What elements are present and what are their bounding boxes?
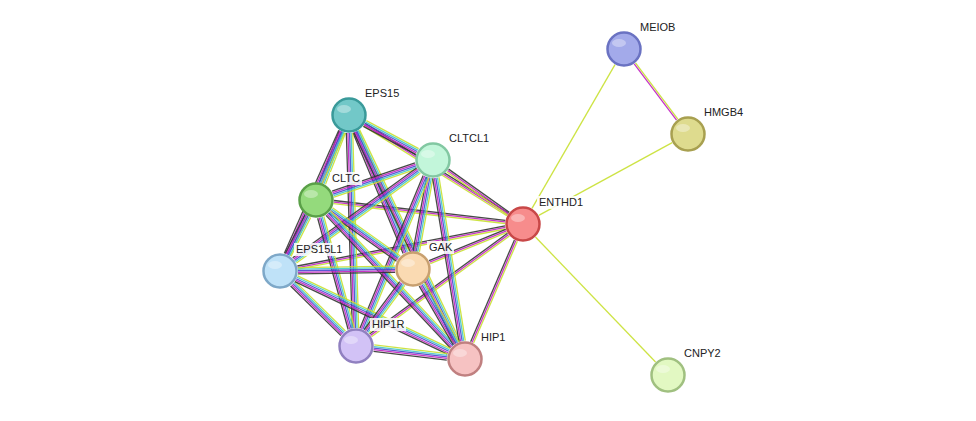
evidence-line	[327, 214, 451, 347]
interaction-edge	[535, 237, 655, 362]
node-highlight	[401, 259, 415, 267]
interaction-edge	[532, 65, 615, 209]
node-disc	[333, 99, 366, 132]
evidence-line	[437, 178, 463, 341]
node-disc	[608, 33, 641, 66]
evidence-line	[363, 126, 415, 154]
interaction-edge	[634, 63, 678, 120]
node-highlight	[304, 190, 318, 198]
evidence-line	[365, 123, 508, 213]
node-highlight	[421, 150, 435, 158]
evidence-line	[373, 351, 446, 360]
node-circle	[395, 251, 431, 287]
evidence-line	[535, 237, 655, 362]
interaction-edge	[298, 266, 395, 274]
evidence-line	[474, 241, 518, 343]
interaction-edge	[373, 345, 447, 360]
evidence-line	[449, 169, 510, 212]
evidence-line	[365, 124, 417, 152]
node-label: CLTCL1	[447, 132, 491, 145]
node-highlight	[344, 336, 358, 344]
node-disc	[672, 118, 705, 151]
protein-node: CLTCL1	[415, 142, 451, 178]
protein-node: HIP1R	[338, 328, 374, 364]
node-label: GAK	[427, 241, 454, 254]
node-circle	[505, 206, 541, 242]
protein-node: MEIOB	[606, 31, 642, 67]
interaction-edge	[363, 121, 418, 155]
node-label: MEIOB	[638, 21, 677, 34]
node-highlight	[656, 365, 670, 373]
evidence-line	[422, 285, 456, 344]
protein-node: ENTHD1	[505, 206, 541, 242]
evidence-line	[436, 178, 462, 341]
evidence-line	[532, 65, 615, 209]
evidence-line	[366, 121, 418, 149]
node-circle	[606, 31, 642, 67]
evidence-line	[447, 172, 508, 215]
evidence-line	[439, 177, 465, 340]
protein-node: CLTC	[298, 182, 334, 218]
node-label: HIP1R	[370, 318, 406, 331]
evidence-line	[298, 272, 395, 273]
node-label: HIP1	[479, 331, 507, 344]
protein-node: HIP1	[447, 341, 483, 377]
node-label: EPS15	[363, 87, 401, 100]
evidence-line	[448, 170, 509, 213]
node-circle	[670, 116, 706, 152]
interaction-edge	[419, 283, 459, 345]
node-disc	[264, 255, 297, 288]
protein-node: EPS15L1	[262, 253, 298, 289]
evidence-line	[419, 286, 453, 345]
protein-node: GAK	[395, 251, 431, 287]
node-disc	[397, 253, 430, 286]
protein-node: EPS15	[331, 97, 367, 133]
node-label: EPS15L1	[294, 243, 344, 256]
evidence-line	[421, 285, 455, 344]
evidence-line	[423, 284, 457, 343]
node-highlight	[337, 105, 351, 113]
node-circle	[331, 97, 367, 133]
interaction-edge	[447, 169, 510, 215]
node-circle	[338, 328, 374, 364]
evidence-line	[634, 64, 676, 120]
node-disc	[507, 208, 540, 241]
node-highlight	[612, 39, 626, 47]
evidence-line	[366, 122, 418, 150]
node-circle	[447, 341, 483, 377]
evidence-line	[331, 211, 455, 344]
evidence-line	[328, 213, 452, 346]
evidence-line	[635, 63, 677, 119]
node-label: ENTHD1	[537, 196, 585, 209]
node-disc	[340, 330, 373, 363]
evidence-line	[326, 215, 450, 348]
node-highlight	[453, 349, 467, 357]
node-circle	[650, 357, 686, 393]
node-disc	[300, 184, 333, 217]
evidence-line	[364, 125, 416, 153]
node-disc	[652, 359, 685, 392]
node-disc	[417, 144, 450, 177]
evidence-line	[472, 241, 516, 343]
node-label: CLTC	[330, 172, 362, 185]
node-label: CNPY2	[682, 347, 723, 360]
node-label: HMGB4	[702, 106, 745, 119]
node-disc	[449, 343, 482, 376]
interaction-edge	[471, 240, 518, 343]
node-highlight	[268, 261, 282, 269]
node-circle	[298, 182, 334, 218]
interaction-edge	[326, 211, 455, 348]
node-highlight	[511, 214, 525, 222]
node-circle	[262, 253, 298, 289]
node-circle	[415, 142, 451, 178]
evidence-line	[329, 212, 453, 345]
node-highlight	[676, 124, 690, 132]
evidence-line	[425, 283, 459, 342]
protein-node: CNPY2	[650, 357, 686, 393]
protein-node: HMGB4	[670, 116, 706, 152]
evidence-line	[471, 240, 515, 342]
evidence-line	[374, 350, 447, 359]
